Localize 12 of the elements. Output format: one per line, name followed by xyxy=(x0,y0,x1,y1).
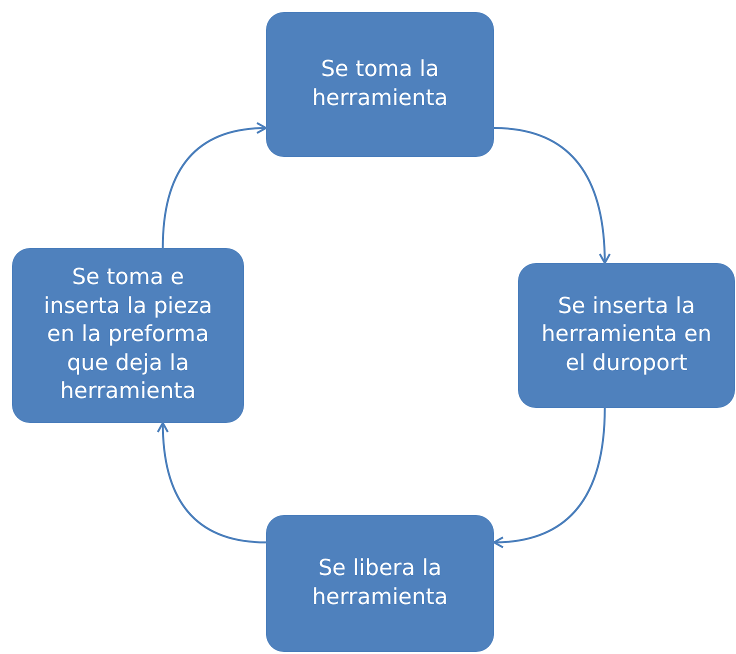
step-text: Se toma e inserta la pieza en la preforma que deja la herramienta xyxy=(42,264,214,406)
step-text: Se inserta la herramienta en el duroport xyxy=(540,292,713,378)
step-text: Se libera la herramienta xyxy=(311,554,449,612)
process-box xyxy=(266,12,494,157)
curved-arrow xyxy=(493,408,606,548)
curved-arrow xyxy=(494,127,610,264)
process-box xyxy=(12,248,244,423)
process-box xyxy=(518,263,735,408)
curved-arrow xyxy=(162,122,267,248)
step-text: Se toma la herramienta xyxy=(311,56,449,112)
curved-arrow xyxy=(157,422,266,544)
process-box xyxy=(266,515,494,652)
